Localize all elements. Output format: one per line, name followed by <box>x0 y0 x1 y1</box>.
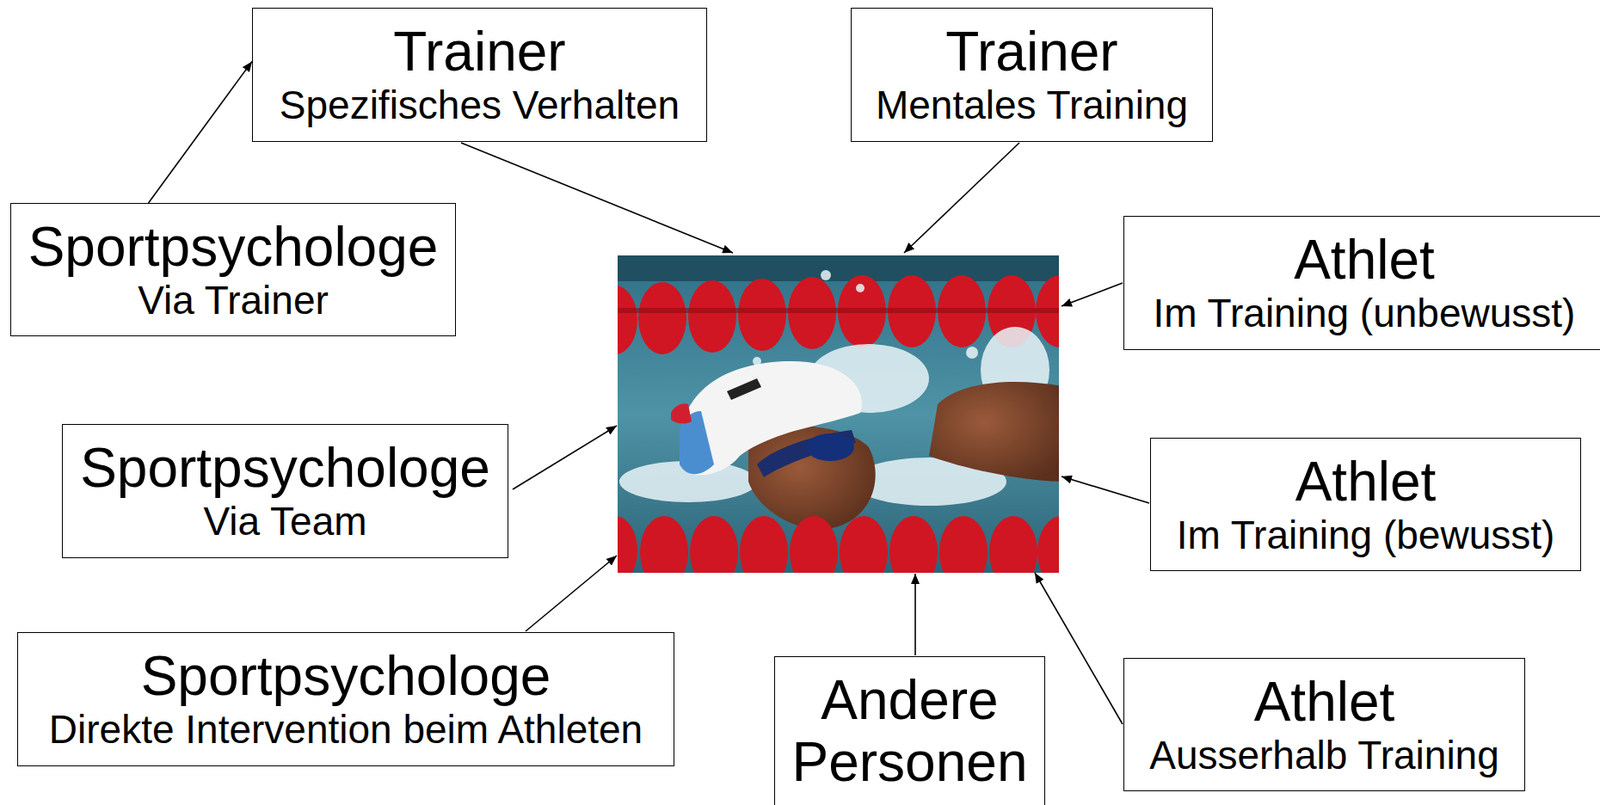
box-heading: Andere Personen <box>787 670 1033 794</box>
box-heading: Athlet <box>1295 451 1437 514</box>
box-heading: Athlet <box>1293 229 1435 292</box>
box-heading: Sportpsychologe <box>80 437 491 500</box>
box-subtitle: Direkte Intervention beim Athleten <box>49 707 643 753</box>
label-box: TrainerMentales Training <box>850 7 1213 142</box>
label-box: SportpsychologeVia Trainer <box>10 203 456 337</box>
label-box: SportpsychologeDirekte Intervention beim… <box>17 632 675 767</box>
box-heading: Athlet <box>1254 671 1396 734</box>
label-box: SportpsychologeVia Team <box>61 424 509 559</box>
arrow-connector <box>148 61 253 204</box>
label-box: TrainerSpezifisches Verhalten <box>252 7 708 142</box>
box-heading: Trainer <box>945 21 1118 84</box>
box-heading: Sportpsychologe <box>141 646 552 708</box>
box-subtitle: Via Team <box>203 499 367 545</box>
box-subtitle: Via Trainer <box>137 278 329 324</box>
box-subtitle: Im Training (bewusst) <box>1176 513 1556 559</box>
label-box: Andere Personen <box>774 656 1046 805</box>
box-subtitle: Mentales Training <box>875 83 1188 129</box>
box-subtitle: Im Training (unbewusst) <box>1153 291 1576 337</box>
label-box: AthletAusserhalb Training <box>1123 658 1526 792</box>
box-heading: Sportpsychologe <box>28 216 439 279</box>
box-subtitle: Spezifisches Verhalten <box>279 83 680 129</box>
label-box: AthletIm Training (unbewusst) <box>1123 215 1600 351</box>
box-subtitle: Ausserhalb Training <box>1149 733 1500 779</box>
label-box: AthletIm Training (bewusst) <box>1150 437 1582 572</box>
box-heading: Trainer <box>393 21 566 84</box>
